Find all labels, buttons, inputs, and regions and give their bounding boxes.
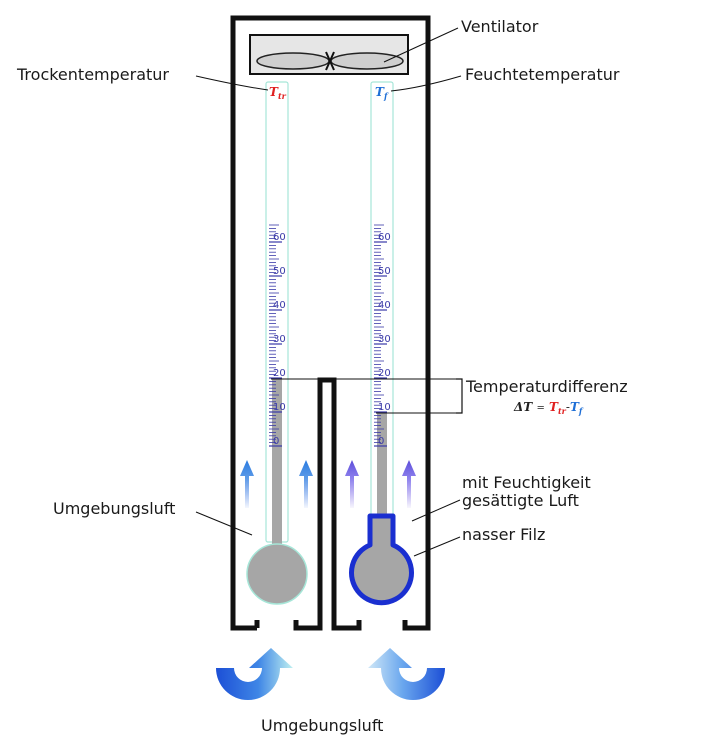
dry-scale-tick-label: 0 <box>273 436 279 447</box>
housing-left-wall <box>230 15 431 631</box>
fan-blade-right <box>330 52 404 70</box>
dry-thermometer: 0 10 20 30 40 50 60 Ttr <box>246 81 308 605</box>
label-wet-temp: Feuchtetemperatur <box>465 65 620 84</box>
dry-symbol-sub: tr <box>278 91 287 101</box>
dry-scale-tick-label: 10 <box>273 402 286 413</box>
formula-equals: = <box>536 403 544 414</box>
dry-scale-tick-label: 20 <box>273 368 286 379</box>
dry-scale-tick-label: 50 <box>273 266 286 277</box>
dry-mercury-column <box>272 378 282 550</box>
wet-scale-labels: 0 10 20 30 40 50 60 <box>378 232 391 447</box>
formula-dry: Ttr <box>549 400 567 416</box>
wet-symbol-base: T <box>375 85 385 99</box>
intake-arrow-left <box>216 648 293 700</box>
leader-ventilator <box>383 27 459 63</box>
air-arrow-left-1 <box>240 460 254 508</box>
fan-blade-left <box>256 52 330 70</box>
fan-hub <box>325 51 335 71</box>
label-ambient-left: Umgebungsluft <box>53 499 175 518</box>
wet-symbol-sub: f <box>383 91 389 101</box>
wet-temp-symbol: Tf <box>375 85 389 101</box>
formula-delta: ΔT <box>513 400 533 414</box>
label-dry-temp: Trockentemperatur <box>16 65 169 84</box>
air-arrow-right-1 <box>345 460 359 508</box>
formula-minus: - <box>566 400 570 414</box>
wet-scale-tick-label: 10 <box>378 402 391 413</box>
wet-scale-tick-label: 50 <box>378 266 391 277</box>
formula-dry-base: T <box>549 400 559 414</box>
dry-bulb <box>246 543 308 605</box>
formula-wet-sub: f <box>578 406 584 416</box>
leader-wet-temp <box>390 75 462 92</box>
dry-scale-labels: 0 10 20 30 40 50 60 <box>273 232 286 447</box>
wet-scale-tick-label: 40 <box>378 300 391 311</box>
delta-formula: ΔT = Ttr-Tf <box>513 400 584 416</box>
wet-scale-tick-label: 20 <box>378 368 391 379</box>
formula-dry-sub: tr <box>558 406 567 416</box>
formula-wet: Tf <box>570 400 584 416</box>
intake-arrow-right <box>368 648 445 700</box>
label-ambient-bottom: Umgebungsluft <box>261 716 383 735</box>
label-saturated-2: gesättigte Luft <box>462 491 579 510</box>
leader-dry-temp <box>195 75 269 91</box>
center-divider <box>293 377 362 631</box>
wet-scale-tick-label: 30 <box>378 334 391 345</box>
dry-scale-tick-label: 30 <box>273 334 286 345</box>
leader-saturated <box>411 499 461 522</box>
dry-temp-symbol: Ttr <box>269 85 287 101</box>
leader-felt <box>413 536 461 557</box>
wet-felt-wrap <box>349 513 414 606</box>
wet-scale-tick-label: 60 <box>378 232 391 243</box>
leader-ambient <box>195 511 253 536</box>
dry-symbol-base: T <box>269 85 279 99</box>
wet-scale <box>374 224 387 447</box>
label-saturated-1: mit Feuchtigkeit <box>462 473 591 492</box>
dry-scale-tick-label: 60 <box>273 232 286 243</box>
label-ventilator: Ventilator <box>461 17 539 36</box>
formula-wet-base: T <box>570 400 580 414</box>
wet-scale-tick-label: 0 <box>378 436 384 447</box>
dry-scale <box>269 224 282 447</box>
label-wet-felt: nasser Filz <box>462 525 545 544</box>
wet-mercury-column <box>377 412 387 552</box>
air-arrow-right-2 <box>402 460 416 508</box>
air-arrow-left-2 <box>299 460 313 508</box>
label-temp-diff: Temperaturdifferenz <box>465 377 628 396</box>
dry-scale-tick-label: 40 <box>273 300 286 311</box>
temp-diff-bracket <box>456 378 463 414</box>
wet-thermometer: 0 10 20 30 40 50 60 Tf <box>349 81 414 606</box>
